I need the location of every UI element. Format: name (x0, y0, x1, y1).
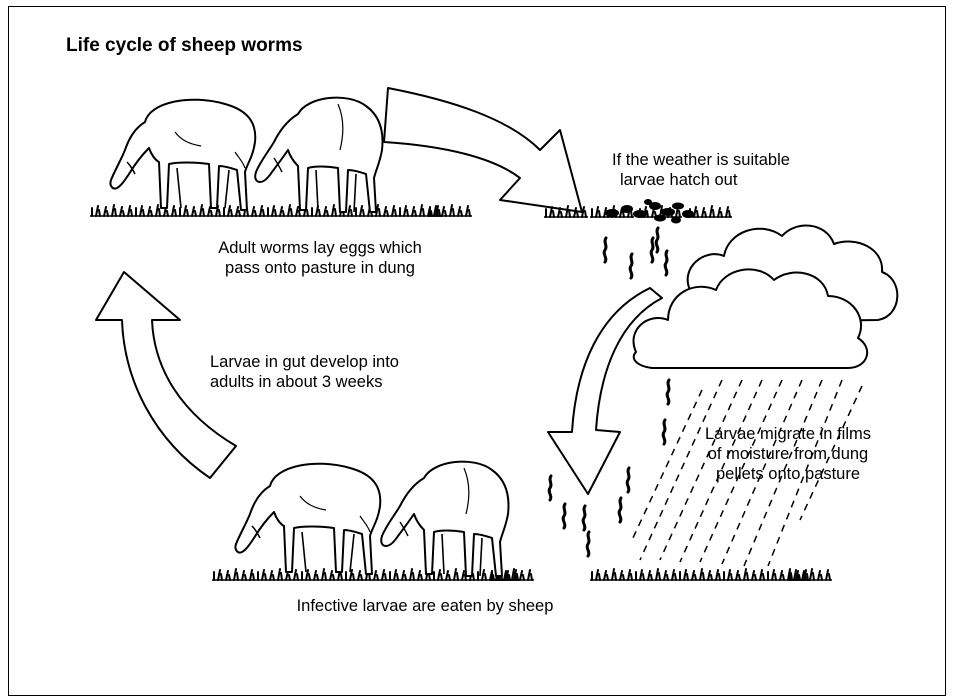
caption-eggs: Adult worms lay eggs which pass onto pas… (190, 238, 450, 278)
caption-hatch: If the weather is suitable larvae hatch … (612, 150, 832, 190)
caption-hatch-line1: If the weather is suitable (612, 150, 832, 170)
sheep-grazing-3 (235, 464, 380, 574)
sheep-grazing-4 (381, 462, 508, 576)
arrow-to-pasture (548, 288, 662, 494)
arrow-to-hatch (384, 88, 582, 212)
rain-cloud (634, 226, 898, 368)
caption-eggs-line1: Adult worms lay eggs which (190, 238, 450, 258)
caption-develop: Larvae in gut develop into adults in abo… (210, 352, 440, 392)
caption-develop-line1: Larvae in gut develop into (210, 352, 440, 372)
sheep-grazing-2 (255, 98, 382, 212)
hatched-larvae (604, 228, 667, 278)
life-cycle-illustration (0, 0, 958, 677)
caption-eggs-line2: pass onto pasture in dung (190, 258, 450, 278)
caption-develop-line2: adults in about 3 weeks (210, 372, 440, 392)
migrating-larvae (549, 380, 669, 556)
caption-eaten: Infective larvae are eaten by sheep (260, 596, 590, 616)
caption-migrate-line2: of moisture from dung (678, 444, 898, 464)
sheep-grazing-1 (110, 100, 255, 210)
grass-bottom-right (590, 569, 832, 580)
caption-migrate-line3: pellets onto pasture (678, 464, 898, 484)
caption-migrate: Larvae migrate in films of moisture from… (678, 424, 898, 484)
grass-top-left (90, 205, 472, 216)
caption-hatch-line2: larvae hatch out (612, 170, 832, 190)
grass-bottom (212, 569, 534, 580)
dung-pellets (605, 199, 694, 224)
caption-migrate-line1: Larvae migrate in films (678, 424, 898, 444)
